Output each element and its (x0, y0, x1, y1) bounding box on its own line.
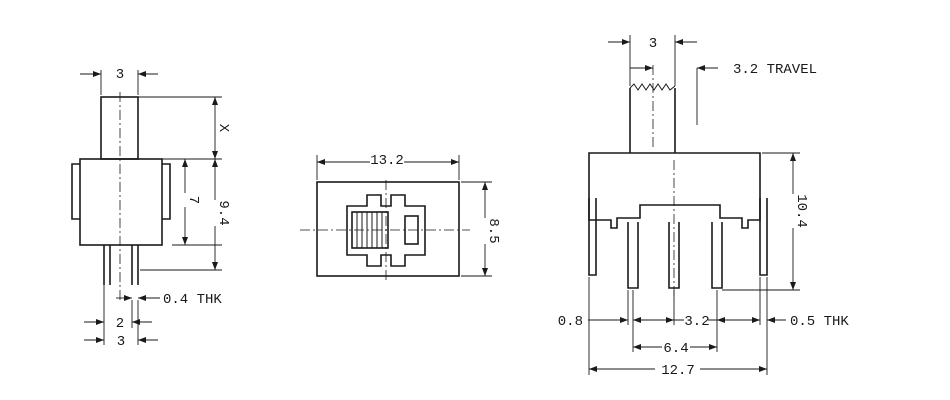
front-overall-width-label: 12.7 (661, 363, 695, 379)
front-pin-1 (627, 222, 639, 289)
top-body (316, 181, 460, 277)
side-clip-left (71, 163, 80, 220)
top-length-label: 13.2 (370, 153, 404, 169)
side-dim-7-label: 7 (185, 196, 201, 204)
side-clip-right (162, 163, 171, 220)
front-travel-label: 3.2 TRAVEL (733, 62, 817, 78)
side-dim-9-4-label: 9.4 (215, 200, 231, 225)
side-body (79, 158, 163, 246)
side-dim-2-label: 2 (116, 316, 124, 332)
front-view: 3 3.2 TRAVEL 10.4 0.8 3. (558, 35, 849, 379)
front-body (588, 152, 761, 229)
front-pin-3 (711, 222, 723, 289)
front-pin-thickness-label: 0.5 THK (790, 314, 849, 330)
side-view: 3 X 7 9.4 0.4 THK (71, 67, 231, 350)
front-actuator-width-label: 3 (649, 36, 657, 52)
top-width-label: 8.5 (485, 218, 501, 243)
front-actuator (629, 88, 676, 153)
front-pin-span-label: 6.4 (663, 341, 688, 357)
front-leg-right (759, 198, 768, 276)
side-width-top-label: 3 (116, 67, 124, 83)
top-slider-knob (351, 211, 389, 249)
side-pin-thickness-label: 0.4 THK (163, 292, 222, 308)
side-dim-x-label: X (215, 124, 231, 133)
side-actuator (100, 96, 139, 160)
side-width-bottom-label: 3 (117, 334, 125, 350)
front-height-label: 10.4 (793, 194, 809, 228)
front-actuator-break (629, 83, 676, 91)
top-view: 13.2 8.5 (300, 152, 501, 280)
front-pin-pitch-label: 3.2 (684, 314, 709, 330)
front-pin-offset-label: 0.8 (558, 314, 583, 330)
front-leg-left (588, 198, 597, 276)
top-slider-housing (346, 194, 426, 267)
